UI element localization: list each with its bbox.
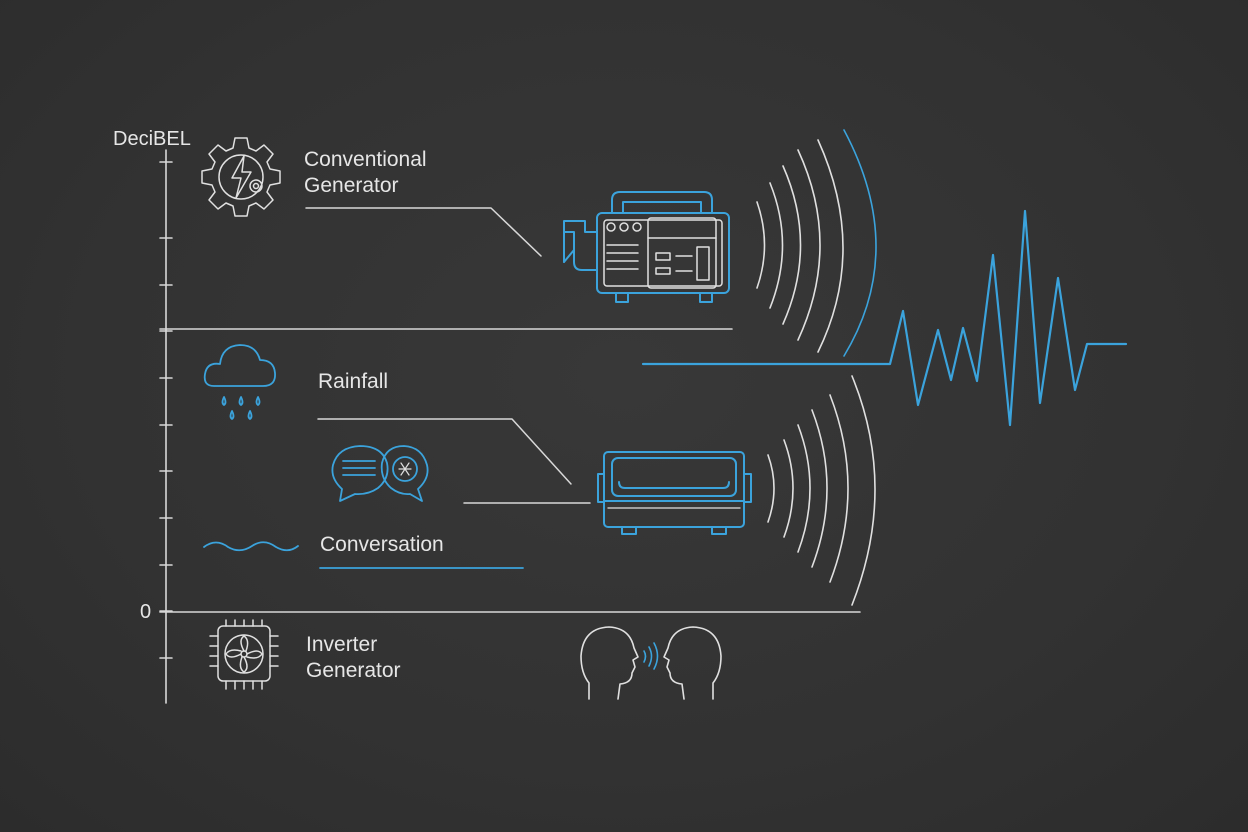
leader-line-rainfall: [317, 418, 572, 485]
rainfall-label: Rainfall: [318, 370, 389, 393]
decibel-axis: [159, 149, 173, 704]
axis-title: DeciBEL: [113, 128, 191, 150]
leader-line-conventional: [305, 207, 542, 257]
conversation-label: Conversation: [320, 533, 444, 556]
soft-wave-icon: [203, 541, 299, 552]
inverter-generator-icon: [597, 451, 752, 535]
speech-bubbles-icon: [331, 445, 429, 502]
sound-waves-conventional: [756, 129, 877, 357]
fan-chip-icon: [209, 619, 279, 690]
two-heads-talking-icon: [580, 626, 722, 700]
noise-waveform: [641, 209, 1128, 427]
gear-lightning-icon: [201, 137, 281, 217]
conventional-generator-label: Conventional Generator: [304, 148, 427, 197]
inverter-generator-label: Inverter Generator: [306, 633, 401, 682]
portable-generator-icon: [563, 191, 730, 303]
sound-waves-inverter: [767, 375, 876, 606]
axis-zero-label: 0: [140, 601, 152, 623]
rain-cloud-icon: [203, 344, 276, 420]
